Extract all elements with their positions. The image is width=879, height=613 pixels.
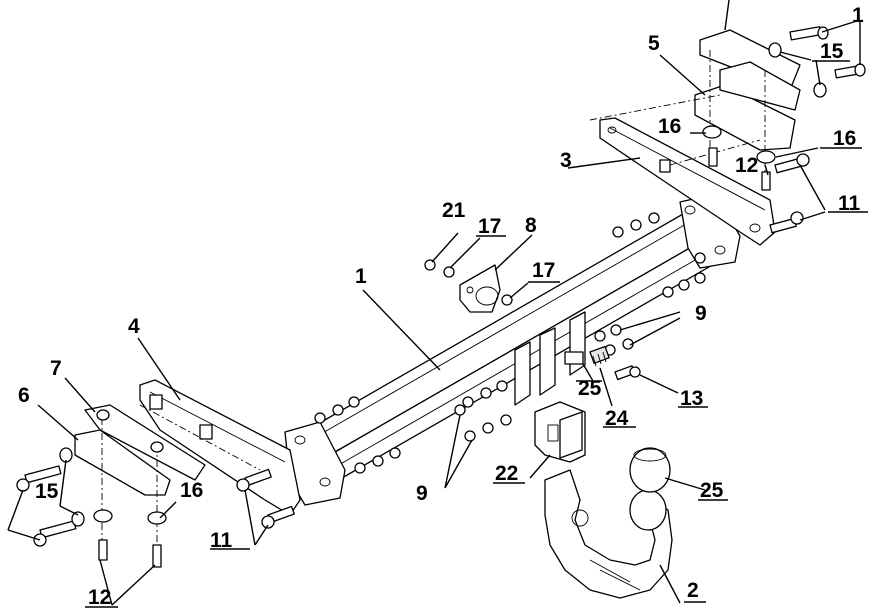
label-socket-plate: 8	[525, 214, 537, 237]
socket-plate	[424, 259, 513, 313]
label-plate-right: 5	[648, 32, 660, 55]
washer-15-a	[768, 42, 782, 58]
label-cap-25: 25	[700, 479, 724, 502]
washer-16-left-b	[147, 511, 167, 525]
label-bracket-left: 4	[128, 315, 140, 338]
lock-22	[534, 401, 586, 463]
bolt-15-left-lower	[33, 520, 77, 547]
leader-lines	[7, 0, 861, 606]
label-bolt-12-left: 12	[88, 586, 111, 609]
label-lock-22: 22	[495, 462, 518, 485]
nut-21	[424, 259, 436, 271]
label-bolt-1-right: 1	[852, 4, 864, 27]
nut-13	[614, 365, 641, 381]
washer-16-b	[756, 150, 776, 164]
plate-right-assembly	[589, 26, 866, 234]
cap-25	[629, 447, 671, 493]
bolt-12-right-b	[761, 171, 771, 191]
label-bolt-set-9-left: 9	[416, 482, 428, 505]
ball-arm-2	[544, 469, 673, 599]
bolt-12-right-a	[708, 147, 718, 167]
label-washer-16-left: 16	[180, 479, 203, 502]
label-washer-16-right-b: 16	[833, 127, 856, 150]
bolt-12-left-a	[98, 539, 108, 561]
washer-16-left-a	[93, 509, 113, 523]
bolt-1-right-lower	[834, 63, 866, 79]
washer-17-side	[501, 294, 513, 306]
label-washer-15-right: 15	[820, 40, 844, 63]
washer-16-a	[702, 125, 722, 139]
label-bolt-11-right: 11	[838, 192, 861, 215]
label-nut-13: 13	[680, 387, 703, 410]
label-ball-arm: 2	[687, 579, 699, 602]
label-washer-16-right-a: 16	[658, 115, 681, 138]
label-plate-left-7: 7	[50, 357, 62, 380]
label-main-bar: 1	[355, 265, 367, 288]
label-nut-21: 21	[442, 199, 466, 222]
label-bolt-set-9-right: 9	[695, 302, 707, 325]
plate-left-assembly	[16, 404, 295, 568]
spring-24	[589, 345, 610, 367]
part-labels: 1 2 3 4 5 6 7 8 9 9 11 11 12 12 13 15 15…	[18, 4, 868, 609]
label-washer-15-left: 15	[35, 480, 59, 503]
label-bolt-12-right: 12	[735, 154, 758, 177]
bar-fasteners	[314, 212, 706, 474]
label-spring-24: 24	[605, 407, 629, 430]
label-pin-25: 25	[578, 377, 602, 400]
label-bolt-11-left: 11	[210, 529, 233, 552]
label-washer-17-top: 17	[478, 215, 501, 238]
label-washer-17-side: 17	[532, 259, 555, 282]
bracket-right	[599, 117, 776, 246]
label-bracket-right: 3	[560, 149, 572, 172]
main-crossbar	[284, 193, 741, 506]
bolt-11-left-upper	[236, 468, 272, 492]
bolt-15-left-upper	[16, 465, 62, 492]
washer-15-b	[813, 82, 827, 98]
label-plate-left-6: 6	[18, 384, 30, 407]
bolt-11-right-upper	[774, 153, 810, 174]
bolt-1-right-upper	[789, 26, 829, 41]
pin-25	[564, 351, 584, 365]
bolt-12-left-b	[152, 544, 162, 568]
bolt-11-right-lower	[769, 211, 804, 234]
washer-17-top	[443, 266, 455, 278]
bolt-11-left-lower	[261, 505, 295, 529]
